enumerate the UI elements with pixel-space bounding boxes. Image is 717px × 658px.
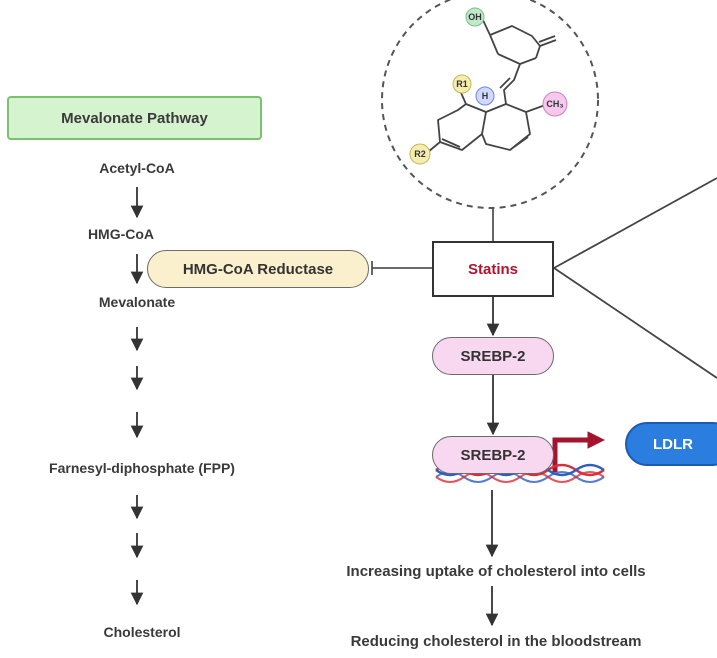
outcome-increasing-uptake: Increasing uptake of cholesterol into ce… [346,563,646,580]
srebp-2-label-lower: SREBP-2 [460,446,526,464]
ldlr-pill: LDLR [625,422,717,466]
mevalonate-pathway-title: Mevalonate Pathway [61,109,208,127]
statins-branch-upper [553,177,717,269]
hmg-coa-reductase-pill: HMG-CoA Reductase [147,250,369,288]
promoter-arrow [552,431,605,472]
ldlr-label: LDLR [653,435,693,453]
molecule-circle [381,0,599,209]
step-acetyl-coa: Acetyl-CoA [99,160,175,176]
ch3-marker [542,91,568,117]
step-hmg-coa: HMG-CoA [87,226,155,242]
step-mevalonate: Mevalonate [98,294,176,310]
hmg-coa-reductase-label: HMG-CoA Reductase [182,260,334,278]
mevalonate-pathway-box: Mevalonate Pathway [7,96,262,140]
oh-marker [465,7,485,27]
srebp-2-label-upper: SREBP-2 [460,347,526,365]
r1-marker [452,74,472,94]
oh-label: OH [468,12,482,22]
srebp-2-pill-upper: SREBP-2 [432,337,554,375]
ch3-label: CH₃ [546,99,563,109]
step-cholesterol: Cholesterol [103,624,181,640]
statins-box: Statins [432,241,554,297]
h-label: H [482,91,489,101]
r2-marker [409,143,431,165]
h-marker [475,86,495,106]
statin-molecule-structure [427,17,557,153]
step-fpp: Farnesyl-diphosphate (FPP) [49,460,235,476]
r1-label: R1 [456,79,468,89]
statins-label: Statins [467,260,518,278]
r2-label: R2 [414,149,426,159]
outcome-reducing-cholesterol: Reducing cholesterol in the bloodstream [350,633,642,650]
srebp-2-pill-lower: SREBP-2 [432,436,554,474]
statins-branch-lower [553,267,717,379]
